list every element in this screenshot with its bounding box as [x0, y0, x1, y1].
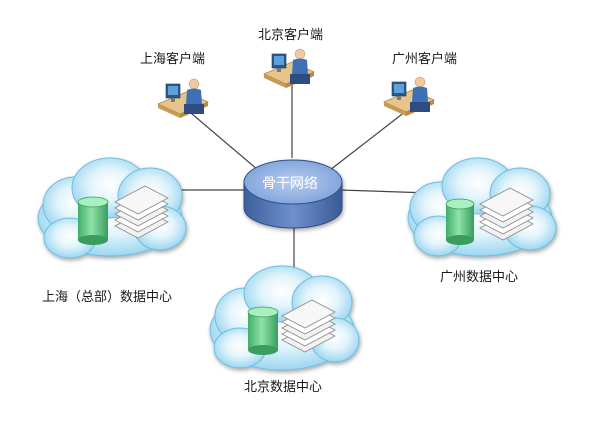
- link-hub-shanghai-client: [184, 107, 259, 171]
- datacenter-guangzhou: [407, 157, 557, 257]
- datacenter-beijing: [209, 265, 360, 371]
- datacenter-shanghai: [37, 157, 187, 259]
- database-cylinder-icon: [247, 306, 279, 355]
- link-hub-guangzhou-client: [329, 107, 411, 171]
- connector-lines: [178, 82, 431, 272]
- datacenter-label-shanghai: 上海（总部）数据中心: [42, 290, 173, 305]
- document-stack-icon: [114, 185, 169, 239]
- client-label-shanghai: 上海客户端: [140, 52, 206, 67]
- document-stack-icon: [281, 299, 336, 353]
- client-label-beijing: 北京客户端: [258, 28, 324, 43]
- beijing-client-workstation-icon: [263, 48, 315, 88]
- datacenter-label-guangzhou: 广州数据中心: [440, 270, 519, 285]
- cloud-icon: [407, 157, 557, 257]
- shanghai-client-workstation-icon: [157, 78, 209, 118]
- datacenter-label-beijing: 北京数据中心: [244, 380, 323, 395]
- hub-label: 骨干网络: [262, 176, 318, 192]
- cloud-icon: [209, 265, 360, 371]
- client-label-guangzhou: 广州客户端: [392, 52, 458, 67]
- document-stack-icon: [479, 187, 534, 241]
- backbone-network-hub-icon: [243, 159, 343, 229]
- guangzhou-client-workstation-icon: [383, 76, 435, 116]
- database-cylinder-icon: [445, 198, 475, 245]
- link-hub-guangzhou-dc: [339, 189, 431, 194]
- database-cylinder-icon: [77, 196, 109, 245]
